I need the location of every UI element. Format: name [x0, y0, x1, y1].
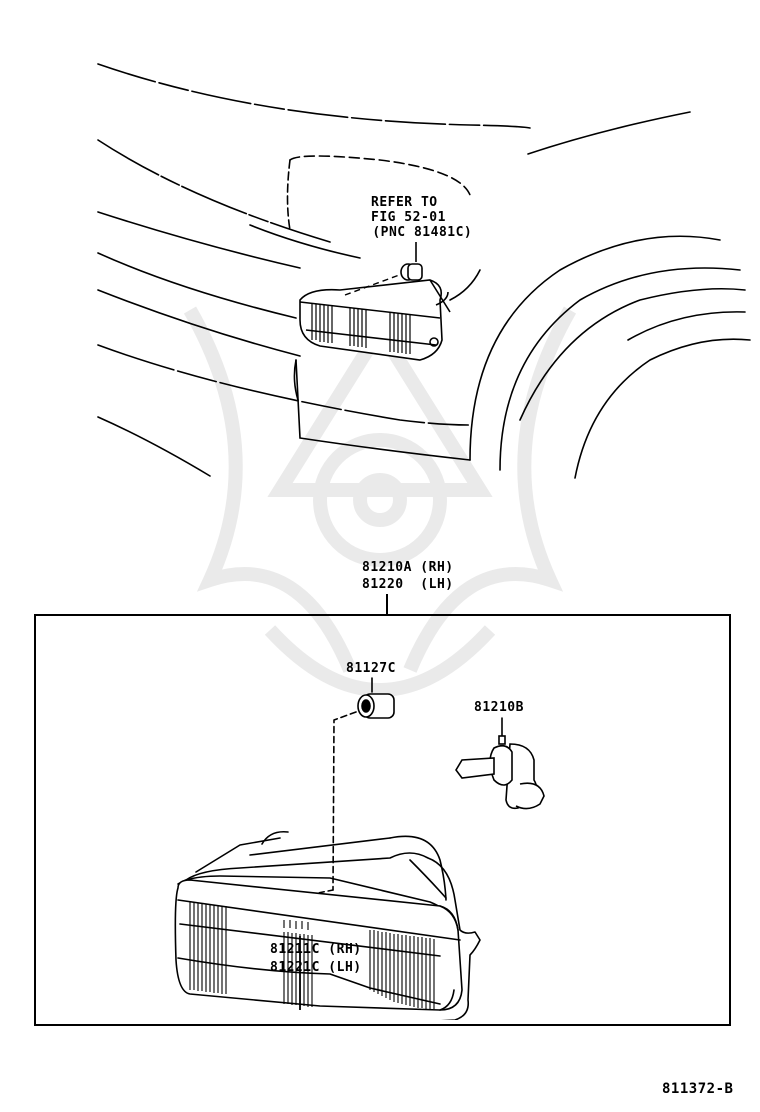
lamp-assembly-exploded-illustration	[174, 677, 545, 1020]
assembly-leader-line	[386, 594, 388, 616]
socket-icon	[357, 693, 395, 719]
bulb-part-label[interactable]: 81210B	[474, 700, 524, 715]
socket-part-label[interactable]: 81127C	[346, 661, 396, 676]
assembly-detail-frame	[34, 614, 731, 1026]
lens-label-lh[interactable]: 81221C (LH)	[270, 960, 362, 975]
assembly-label-lh[interactable]: 81220 (LH)	[362, 577, 454, 592]
bulb-icon	[455, 735, 545, 810]
lens-label-rh[interactable]: 81211C (RH)	[270, 942, 362, 957]
refer-label-line1: REFER TO	[371, 195, 438, 210]
watermark-emblem	[183, 306, 577, 697]
refer-label-line3: (PNC 81481C)	[364, 225, 473, 240]
refer-label-line2: FIG 52-01	[371, 210, 446, 225]
mounted-lamp-icon	[299, 279, 451, 361]
socket-small-icon	[400, 263, 423, 281]
assembly-label-rh[interactable]: 81210A (RH)	[362, 560, 454, 575]
vehicle-front-illustration	[97, 63, 751, 479]
diagram-code: 811372-B	[662, 1081, 734, 1097]
